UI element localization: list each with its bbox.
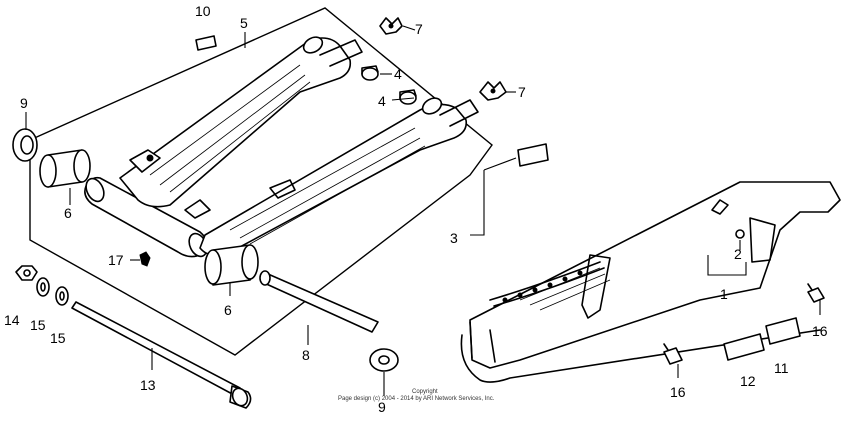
callout-6a: 6 [64, 205, 72, 221]
chain-adjuster-lower-part [479, 81, 507, 101]
callout-5: 5 [240, 15, 248, 31]
callout-3: 3 [450, 230, 458, 246]
copyright-notice: Page design (c) 2004 - 2014 by ARI Netwo… [338, 396, 495, 402]
label-12-part [723, 333, 765, 361]
swingarm-group-frame [29, 7, 493, 356]
screw-16b-part [663, 343, 683, 365]
nut-14-part [15, 265, 38, 281]
callout-6b: 6 [224, 302, 232, 318]
chain-case-part [460, 181, 841, 383]
callout-13: 13 [140, 377, 156, 393]
callout-11: 11 [774, 360, 789, 376]
callout-16a: 16 [812, 323, 828, 339]
dust-seal-upper-part [12, 128, 38, 162]
callout-1: 1 [720, 286, 728, 302]
callout-4a: 4 [394, 66, 402, 82]
callout-2: 2 [734, 246, 742, 262]
grommet-part [735, 229, 745, 239]
callout-7a: 7 [415, 21, 423, 37]
leader-lines [25, 25, 821, 396]
label-3-part [517, 143, 549, 167]
spacer-upper-part [361, 65, 379, 81]
callout-17: 17 [108, 252, 124, 268]
callout-9b: 9 [378, 399, 386, 415]
bushing-upper-part [39, 149, 91, 188]
washer-15b-part [55, 286, 69, 306]
callout-16b: 16 [670, 384, 686, 400]
shaft-part [259, 270, 379, 333]
pivot-bolt-part [71, 301, 252, 409]
washer-15a-part [36, 277, 50, 297]
callout-8: 8 [302, 347, 310, 363]
grease-nipple-part [139, 251, 151, 267]
swingarm-part [84, 36, 479, 258]
spacer-lower-part [399, 89, 417, 105]
callout-14: 14 [4, 312, 20, 328]
label-10-part [195, 35, 217, 51]
callout-9a: 9 [20, 95, 28, 111]
drive-chain-part [489, 261, 605, 307]
callout-15a: 15 [30, 317, 46, 333]
callout-12: 12 [740, 373, 756, 389]
bushing-lower-part [204, 244, 259, 286]
callout-15b: 15 [50, 330, 66, 346]
callout-7b: 7 [518, 84, 526, 100]
screw-16a-part [807, 283, 825, 303]
label-11-part [765, 317, 801, 345]
callout-10: 10 [195, 3, 211, 19]
callout-4b: 4 [378, 93, 386, 109]
chain-adjuster-upper-part [379, 17, 403, 35]
dust-seal-lower-part [369, 348, 399, 372]
copyright-title: Copyright [412, 389, 438, 395]
